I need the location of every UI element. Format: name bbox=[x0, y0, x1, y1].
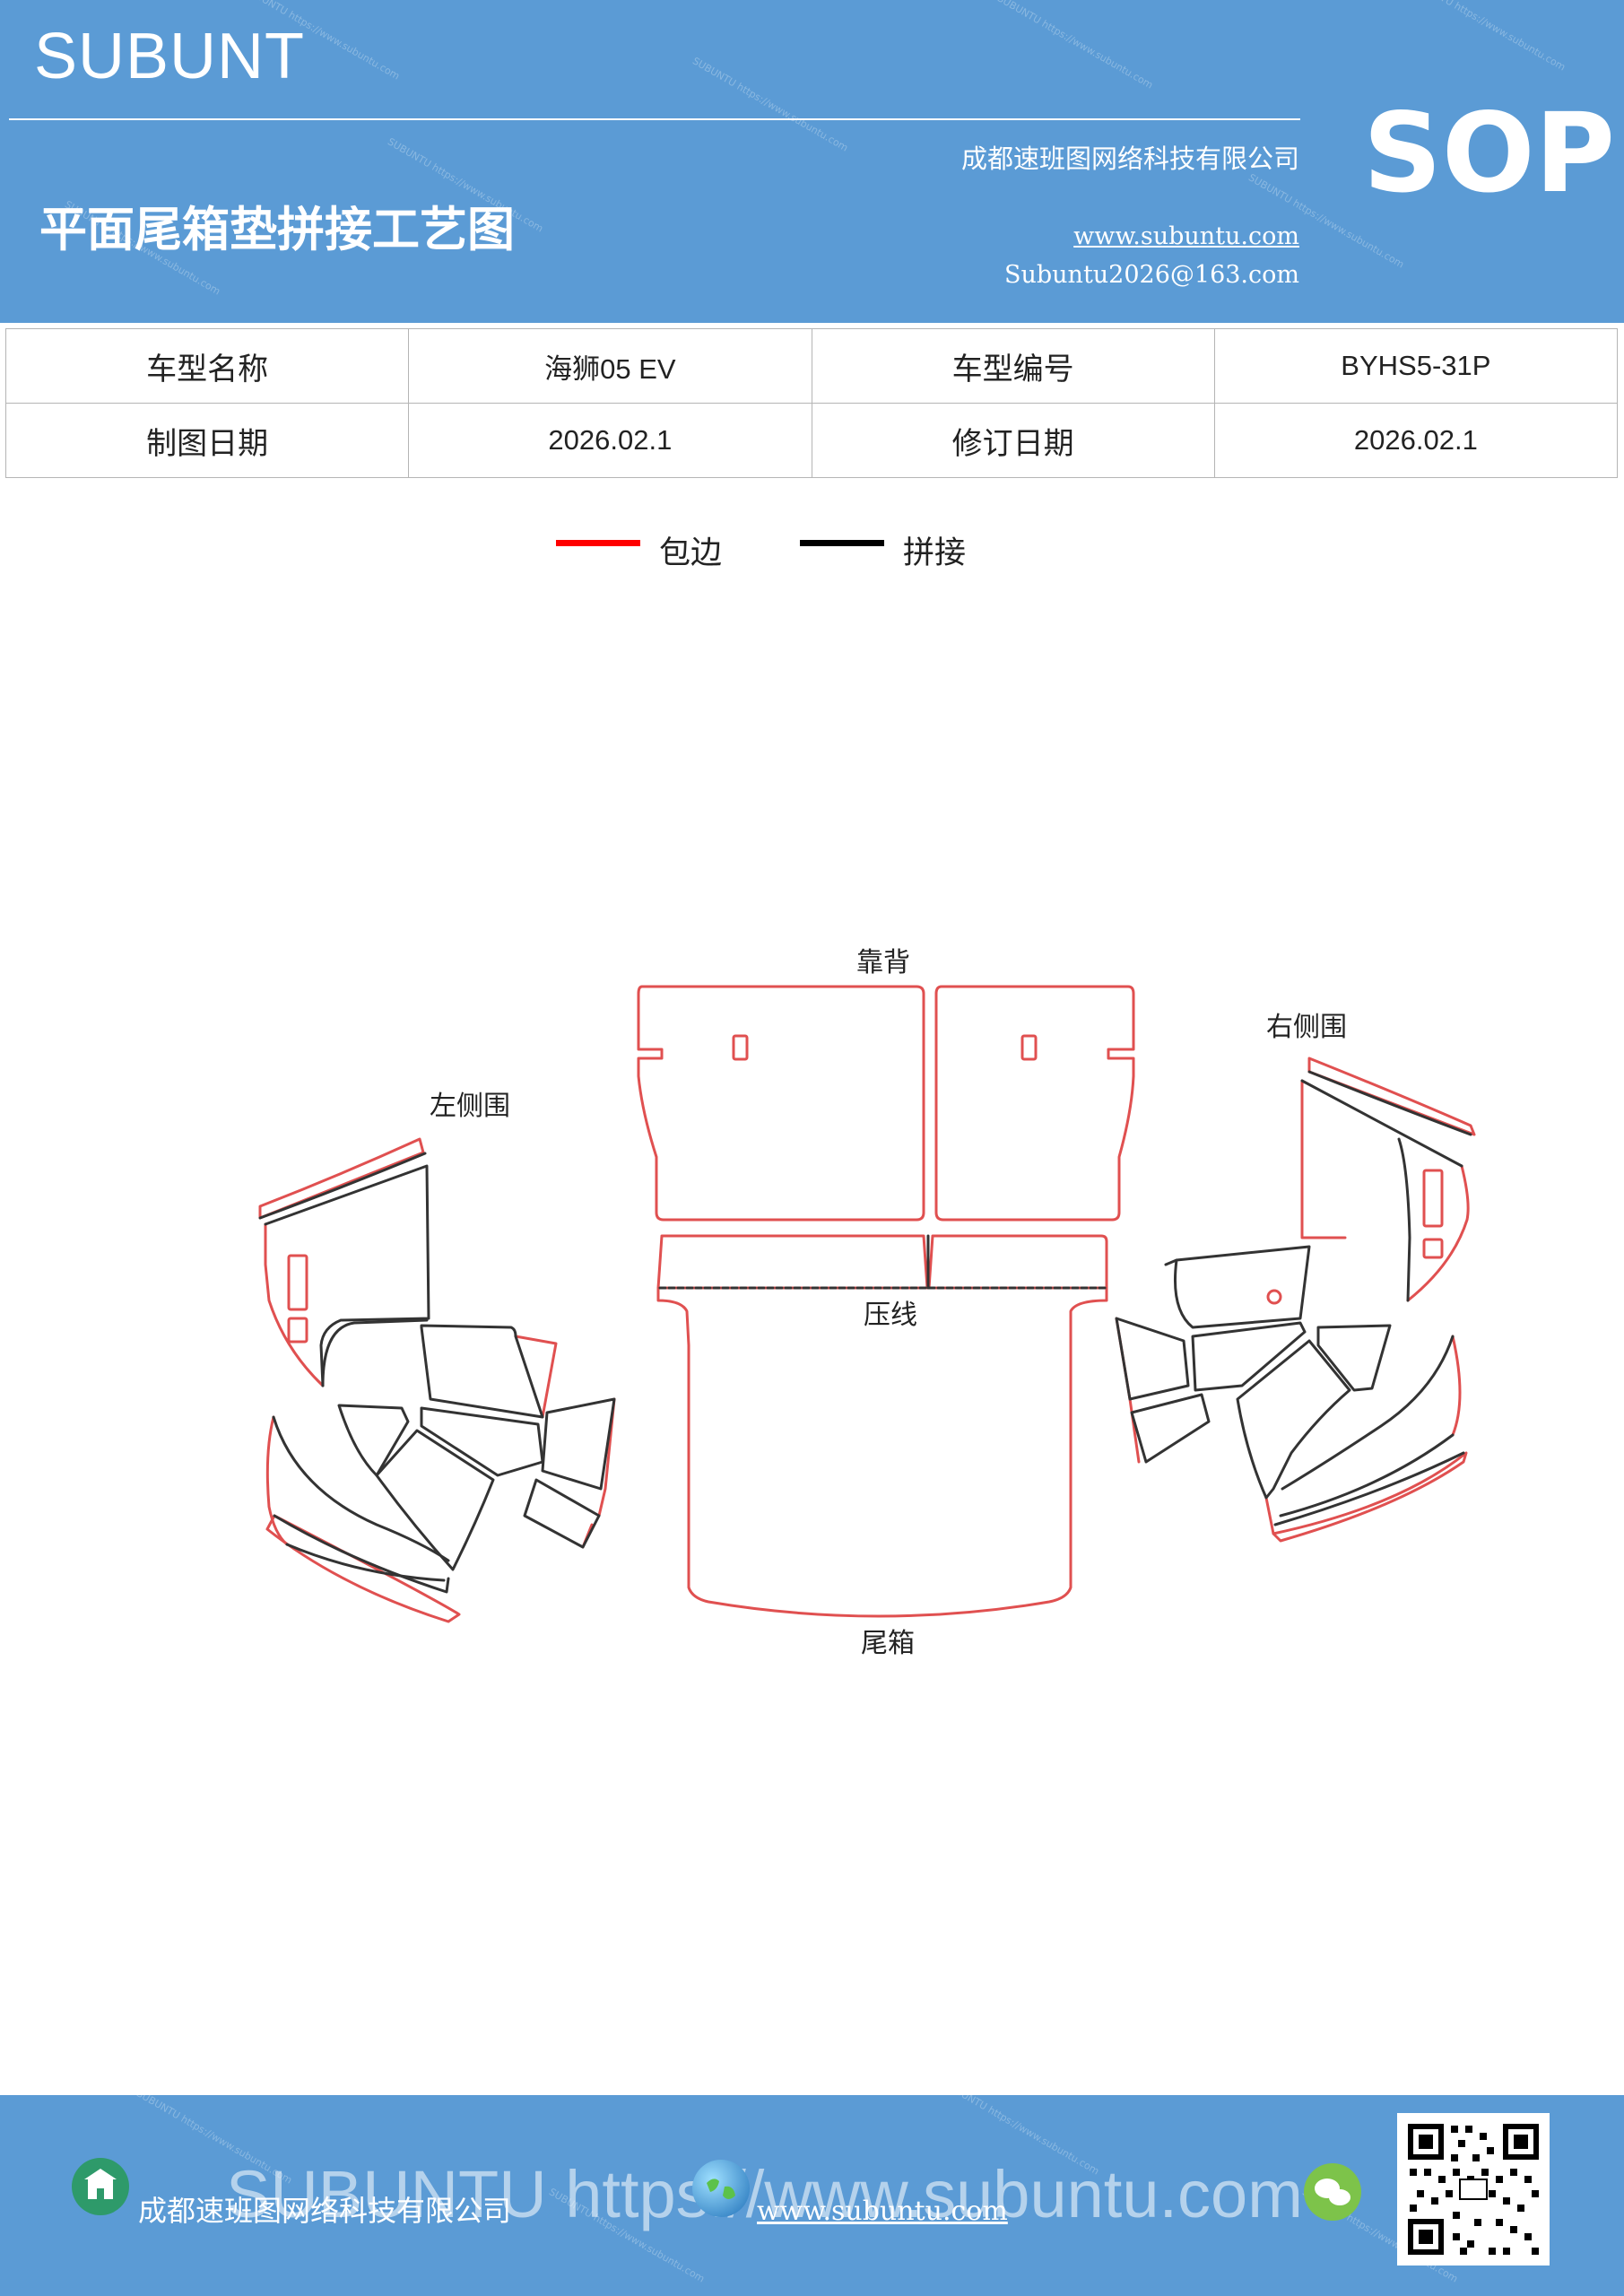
model-name-label: 车型名称 bbox=[4, 328, 410, 404]
company-name: 成都速班图网络科技有限公司 bbox=[960, 144, 1299, 174]
left-side-panel-edge bbox=[264, 1222, 325, 1387]
brand-name: SUBUNT bbox=[34, 21, 306, 92]
legend-edge-swatch bbox=[556, 540, 640, 546]
right-side-slot-small bbox=[1422, 1238, 1444, 1259]
wechat-icon bbox=[1304, 2163, 1361, 2221]
globe-icon bbox=[692, 2160, 750, 2217]
right-bottom-strip-edge bbox=[1272, 1451, 1468, 1543]
table-row: 车型名称 海狮05 EV 车型编号 BYHS5-31P bbox=[4, 328, 1619, 404]
website-link[interactable]: www.subuntu.com bbox=[1073, 222, 1299, 250]
header-banner: SUBUNTU https://www.subuntu.com SUBUNTU … bbox=[0, 0, 1624, 323]
backrest-right-panel bbox=[934, 985, 1135, 1222]
seam-outlines bbox=[258, 1070, 1472, 1594]
label-trunk: 尾箱 bbox=[861, 1628, 915, 1659]
right-lower-panel-seam bbox=[1281, 1335, 1455, 1491]
left-piece-edge bbox=[514, 1335, 558, 1419]
footer-banner: SUBUNTU https://www.subuntu.com SUBUNTU … bbox=[0, 2095, 1624, 2296]
right-side-panel-seam bbox=[1300, 1079, 1463, 1168]
diagram-labels: 靠背 右侧围 左侧围 压线 尾箱 bbox=[430, 947, 1347, 1659]
right-piece-edge-2 bbox=[1264, 1496, 1275, 1535]
drawing-date-label: 制图日期 bbox=[4, 403, 410, 478]
right-piece-wedge bbox=[1316, 1324, 1392, 1392]
qr-code-pattern bbox=[1403, 2118, 1550, 2266]
label-backrest: 靠背 bbox=[856, 947, 910, 978]
left-piece-right bbox=[541, 1397, 616, 1491]
label-right-side: 右侧围 bbox=[1266, 1012, 1347, 1043]
right-side-top-strip-edge bbox=[1307, 1057, 1476, 1136]
right-side-panel-edge-2 bbox=[1406, 1164, 1470, 1302]
footer-website-link[interactable]: www.subuntu.com bbox=[757, 2196, 1008, 2227]
model-code-label: 车型编号 bbox=[811, 328, 1215, 404]
right-piece-diagonal bbox=[1236, 1339, 1351, 1500]
right-piece-mid bbox=[1191, 1321, 1307, 1392]
left-bottom-strip-seam bbox=[273, 1514, 450, 1594]
right-piece-top bbox=[1173, 1245, 1311, 1329]
left-piece-diagonal bbox=[375, 1429, 495, 1571]
left-side-slot-small bbox=[287, 1317, 308, 1344]
left-lower-panel-seam bbox=[272, 1415, 450, 1562]
right-side-hole bbox=[1266, 1289, 1282, 1305]
sop-mark: SOP bbox=[1363, 90, 1615, 217]
right-piece-small-top bbox=[1164, 1258, 1178, 1266]
legend-edge-label: 包边 bbox=[659, 535, 723, 571]
left-piece-center bbox=[420, 1406, 544, 1477]
building-icon-glyph bbox=[84, 2169, 117, 2199]
left-piece-edge-2 bbox=[597, 1397, 616, 1518]
footer-company-name: 成都速班图网络科技有限公司 bbox=[138, 2194, 512, 2228]
left-bottom-inner-seam bbox=[285, 1543, 446, 1582]
left-lower-panel-edge bbox=[265, 1415, 289, 1546]
trunk-upper-left-strip bbox=[656, 1234, 929, 1290]
legend-seam-label: 拼接 bbox=[903, 535, 967, 571]
legend: 包边 拼接 bbox=[0, 527, 1624, 572]
left-middle-seam bbox=[321, 1318, 429, 1387]
right-side-slot bbox=[1422, 1169, 1444, 1228]
left-side-slot bbox=[287, 1254, 308, 1311]
right-piece-left bbox=[1115, 1317, 1190, 1401]
label-crease: 压线 bbox=[864, 1300, 917, 1331]
document-title: 平面尾箱垫拼接工艺图 bbox=[39, 203, 515, 257]
right-bottom-strip-seam bbox=[1279, 1433, 1455, 1518]
left-side-top-strip-edge bbox=[258, 1137, 425, 1220]
revision-date-value: 2026.02.1 bbox=[1213, 403, 1619, 478]
backrest-left-slot bbox=[732, 1034, 749, 1061]
table-row: 制图日期 2026.02.1 修订日期 2026.02.1 bbox=[4, 403, 1619, 478]
right-side-panel-edge bbox=[1300, 1079, 1347, 1239]
model-name-value: 海狮05 EV bbox=[408, 328, 812, 404]
globe-icon-glyph bbox=[707, 2179, 735, 2199]
left-piece-top bbox=[420, 1324, 544, 1419]
right-side-inner-seam bbox=[1397, 1137, 1411, 1302]
legend-seam-swatch bbox=[800, 540, 884, 546]
backrest-right-slot bbox=[1020, 1034, 1038, 1061]
footer-watermark-text: SUBUNTU https://www.subuntu.com bbox=[226, 2157, 1303, 2231]
left-piece-small bbox=[337, 1404, 410, 1477]
trunk-main-mat bbox=[656, 1286, 1108, 1618]
revision-date-label: 修订日期 bbox=[811, 403, 1215, 478]
right-bottom-inner-seam bbox=[1273, 1451, 1465, 1526]
model-code-value: BYHS5-31P bbox=[1213, 328, 1619, 404]
right-side-top-strip-seam bbox=[1307, 1070, 1472, 1136]
wechat-icon-glyph bbox=[1315, 2179, 1350, 2205]
label-left-side: 左侧围 bbox=[430, 1091, 510, 1122]
right-piece-left-lower bbox=[1130, 1393, 1211, 1464]
qr-code bbox=[1397, 2113, 1550, 2266]
backrest-left-panel bbox=[637, 985, 925, 1222]
left-piece-bottom-right bbox=[523, 1478, 601, 1549]
trunk-upper-right-strip bbox=[927, 1234, 1108, 1290]
drawing-date-value: 2026.02.1 bbox=[408, 403, 812, 478]
right-lower-panel-edge bbox=[1451, 1335, 1462, 1437]
header-divider bbox=[9, 118, 1300, 120]
email-address: Subuntu2026@163.com bbox=[1004, 261, 1299, 289]
left-side-top-strip-seam bbox=[258, 1152, 427, 1220]
building-icon bbox=[72, 2158, 129, 2215]
vehicle-info-table: 车型名称 海狮05 EV 车型编号 BYHS5-31P 制图日期 2026.02… bbox=[4, 328, 1619, 478]
left-side-panel-seam bbox=[264, 1164, 430, 1387]
